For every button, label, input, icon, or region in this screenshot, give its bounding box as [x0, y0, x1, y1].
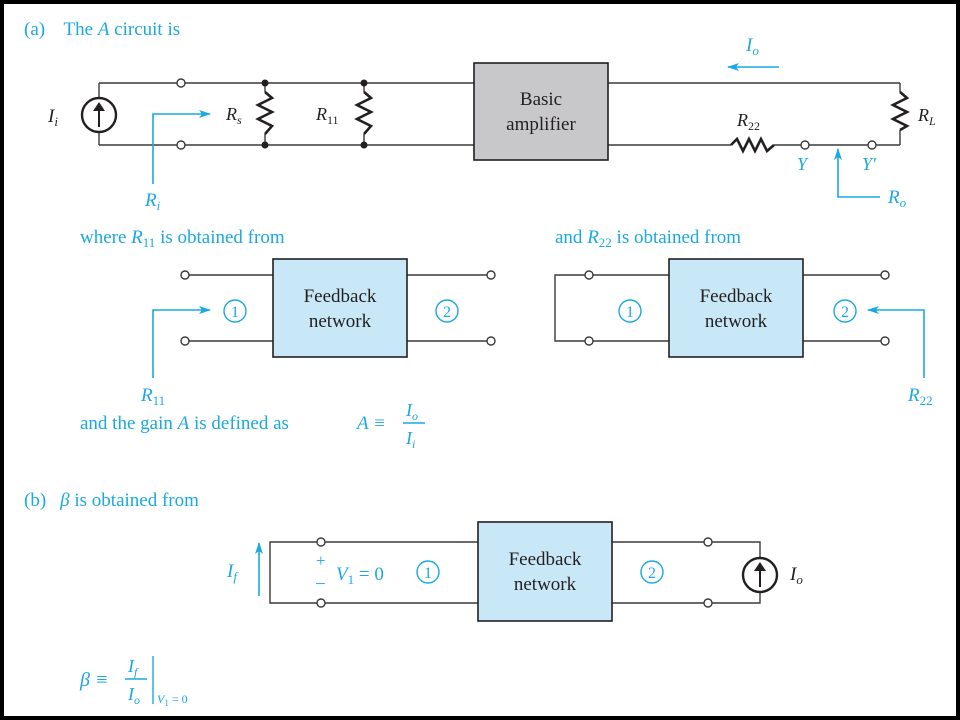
r11-arrow — [152, 306, 211, 378]
input-terminal-top — [176, 78, 186, 88]
y-terminal — [800, 140, 810, 150]
r22-port2-marker — [833, 299, 857, 323]
part-b-wiring — [269, 537, 761, 608]
part-b-heading: (b)β is obtained from — [24, 490, 199, 511]
r11-arrow-label: R11 — [140, 385, 165, 408]
r11-feedback-block — [272, 258, 408, 358]
r11-resistor — [354, 91, 374, 135]
b-feedback-line2: network — [514, 574, 577, 595]
ro-arrow — [834, 148, 880, 198]
rl-label: RL — [917, 105, 936, 128]
input-terminal-bottom — [176, 140, 186, 150]
r22-port1-marker — [618, 299, 642, 323]
svg-text:(a) The A circuit is: (a) The A circuit is — [24, 19, 180, 40]
r22-port1-label: 1 — [626, 304, 634, 321]
part-a-label: (a) — [24, 19, 45, 40]
current-source-io — [741, 556, 779, 594]
r22-feedback-block — [668, 258, 804, 358]
beta-denominator: Io — [127, 684, 140, 707]
part-a-heading-suffix: circuit is — [109, 19, 180, 40]
gain-lhs: A ≡ — [355, 413, 386, 434]
b-io-label: Io — [789, 564, 803, 587]
r22-arrow — [867, 306, 925, 378]
b-feedback-block — [477, 521, 613, 622]
beta-condition: V1 = 0 — [157, 692, 188, 708]
v1-equation: V1 = 0 — [336, 564, 384, 587]
gain-numerator: Io — [405, 400, 418, 423]
ro-label: Ro — [887, 187, 907, 210]
r22-subcircuit — [554, 270, 890, 346]
r11-caption: where R11 is obtained from — [80, 227, 285, 250]
gain-denominator: Ii — [405, 428, 415, 451]
part-a-heading-prefix: The — [64, 19, 98, 40]
r22-label: R22 — [736, 110, 760, 133]
current-source-ii — [80, 96, 118, 134]
r22-feedback-line2: network — [705, 311, 768, 332]
r11-port1-label: 1 — [231, 304, 239, 321]
ii-label: Ii — [47, 106, 58, 129]
beta-lhs: β ≡ — [79, 669, 108, 691]
r22-feedback-line1: Feedback — [700, 286, 773, 307]
rs-node-bottom — [261, 141, 269, 149]
b-port1-label: 1 — [424, 565, 432, 582]
r11-node-bottom — [360, 141, 368, 149]
part-a-heading-var: A — [96, 19, 110, 40]
rl-resistor — [890, 91, 910, 132]
rs-node-top — [261, 79, 269, 87]
r11-subcircuit — [180, 270, 496, 346]
basic-amplifier-line1: Basic — [520, 89, 562, 110]
r11-feedback-line2: network — [309, 311, 372, 332]
b-feedback-line1: Feedback — [509, 549, 582, 570]
y-prime-terminal — [867, 140, 877, 150]
r22-port2-label: 2 — [841, 304, 849, 321]
feedback-analysis-diagram: (a) The A circuit is Ii Rs — [24, 19, 936, 708]
y-label: Y — [797, 154, 809, 174]
v1-plus: + — [316, 551, 326, 570]
io-label: Io — [745, 35, 759, 58]
r11-port2-label: 2 — [443, 304, 451, 321]
b-port2-label: 2 — [648, 565, 656, 582]
r11-label: R11 — [315, 104, 339, 127]
r11-feedback-line1: Feedback — [304, 286, 377, 307]
if-label: If — [226, 561, 239, 584]
b-port2-marker — [640, 560, 664, 584]
b-port1-marker — [416, 560, 440, 584]
rs-label: Rs — [225, 104, 242, 127]
v1-minus: − — [315, 574, 326, 595]
ri-arrow — [152, 110, 211, 184]
r11-node-top — [360, 79, 368, 87]
r22-resistor — [730, 136, 775, 154]
r22-caption: and R22 is obtained from — [555, 227, 741, 250]
basic-amplifier-line2: amplifier — [506, 114, 576, 135]
basic-amplifier-block — [473, 62, 609, 161]
r11-port1-marker — [223, 299, 247, 323]
y-prime-label: Y′ — [862, 154, 877, 174]
r22-arrow-label: R22 — [907, 385, 933, 408]
gain-caption: and the gain A is defined as — [80, 413, 289, 434]
ri-label: Ri — [144, 190, 161, 213]
part-a-heading: (a) The A circuit is — [24, 19, 180, 40]
rs-resistor — [255, 91, 275, 135]
beta-numerator: If — [127, 656, 139, 679]
r11-port2-marker — [435, 299, 459, 323]
diagram-canvas: (a) The A circuit is Ii Rs — [4, 4, 956, 716]
